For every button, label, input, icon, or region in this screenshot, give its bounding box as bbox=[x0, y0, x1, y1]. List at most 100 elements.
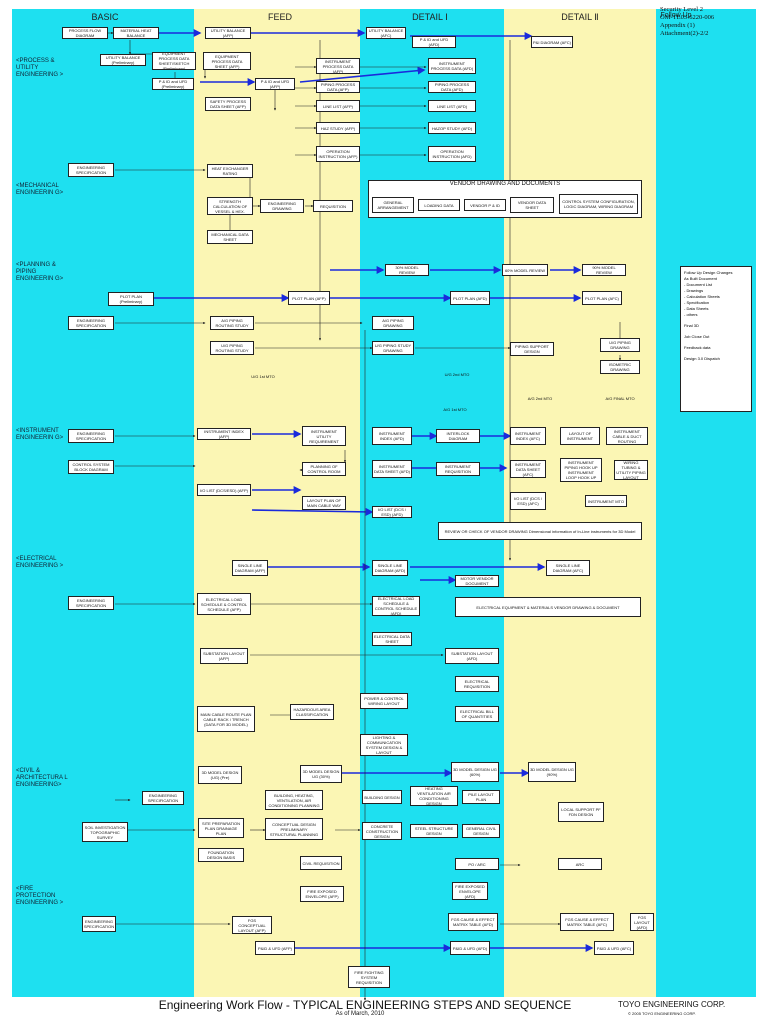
box-heat-exchanger: HEAT EXCHANGER RATING bbox=[207, 164, 253, 178]
document-number: OM-TE03-6220-006 bbox=[660, 14, 715, 21]
follow-up-item: Final 3D bbox=[684, 323, 699, 328]
box-instrument-mto: INSTRUMENT MTO bbox=[585, 495, 627, 507]
follow-up-item: - Calculation Sheets bbox=[684, 294, 720, 299]
appendix: Appendix (1) bbox=[660, 22, 695, 29]
box-ag-routing: A/G PIPING ROUTING STUDY bbox=[210, 316, 254, 330]
page-date: As of March, 2010 bbox=[335, 1011, 385, 1017]
security-header: Security Level 2 OM-TE03-6220-006 Append… bbox=[660, 6, 714, 38]
box-eng-spec-inst: ENGINEERING SPECIFICATION bbox=[68, 429, 114, 443]
follow-up-item: Job Close Out bbox=[684, 334, 710, 339]
box-fire-envelope-afd: FIRE EXPOSED ENVELOPE (AFD) bbox=[452, 882, 488, 900]
box-civil-requisition: CIVIL REQUISITION bbox=[300, 856, 342, 870]
box-3d-model-ug-pre: 3D MODEL DESIGN (UG) (Pre) bbox=[198, 766, 242, 784]
box-local-support: LOCAL SUPPORT PF FDN DESIGN bbox=[558, 802, 604, 822]
box-fgs-cause-afd: FGS CAUSE & EFFECT MATRIX TABLE (AFD) bbox=[448, 913, 498, 931]
box-power-control-wiring: POWER & CONTROL WIRING LAYOUT bbox=[360, 693, 408, 709]
follow-up-panel: Follow Up Design Changes As Built Docume… bbox=[680, 266, 752, 412]
phase-detail-1: DETAIL Ⅰ bbox=[412, 12, 448, 22]
follow-up-phase-band bbox=[656, 9, 756, 997]
follow-up-item: - Drawings bbox=[684, 288, 704, 293]
follow-up-item: - Data Sheets bbox=[684, 306, 709, 311]
box-process-flow-diagram: PROCESS FLOW DIAGRAM bbox=[62, 27, 108, 39]
box-planning-control-room: PLANNING OF CONTROL ROOM bbox=[302, 462, 346, 476]
box-layout-instrument: LAYOUT OF INSTRUMENT bbox=[560, 427, 600, 445]
box-equipment-process-afp: EQUIPMENT PROCESS DATA SHEET (AFP) bbox=[203, 52, 251, 70]
box-io-list-afd: I/O LIST (DCS / ESD) (AFD) bbox=[372, 506, 412, 518]
box-engineering-drawing: ENGINEERING DRAWING bbox=[260, 199, 304, 213]
box-lighting-communication: LIGHTING & COMMUNICATION SYSTEM DESIGN &… bbox=[360, 734, 408, 756]
box-sld-afp: SINGLE LINE DIAGRAM (AFP) bbox=[232, 560, 268, 576]
follow-up-item: - others bbox=[684, 312, 698, 317]
box-line-list-afd: LINE LIST (AFD) bbox=[428, 100, 476, 112]
box-foundation-basis: FOUNDATION DESIGN BASIS bbox=[198, 848, 244, 862]
box-inst-requisition: INSTRUMENT REQUISITION bbox=[436, 462, 480, 476]
box-review-vendor-drawing: REVIEW OR CHECK OF VENDOR DRAWING Dimens… bbox=[438, 522, 642, 540]
dept-electrical: <ELECTRICAL ENGINEERING > bbox=[16, 556, 64, 569]
box-elec-load-afp: ELECTRICAL LOAD SCHEDULE & CONTROL SCHED… bbox=[197, 593, 251, 615]
box-piping-support: PIPING SUPPORT DESIGN bbox=[510, 342, 554, 356]
text-ag-1st-mto: A/G 1st MTO bbox=[443, 407, 467, 412]
box-eng-spec-civil: ENGINEERING SPECIFICATION bbox=[142, 791, 184, 805]
box-plot-plan-afp: PLOT PLAN (AFP) bbox=[288, 291, 330, 305]
box-strength-calc: STRENGTH CALCULATION OF VESSEL & HEX. bbox=[207, 197, 253, 215]
box-eng-spec-mech: ENGINEERING SPECIFICATION bbox=[68, 163, 114, 177]
box-60-model-review: 60% MODEL REVIEW bbox=[502, 264, 548, 276]
box-plot-plan-afd: PLOT PLAN (AFD) bbox=[450, 291, 490, 305]
box-mechanical-data: MECHANICAL DATA SHEET bbox=[207, 230, 253, 244]
follow-up-item: - Document List bbox=[684, 282, 713, 287]
box-inst-cable-duct: INSTRUMENT CABLE & DUCT ROUTING bbox=[606, 427, 648, 445]
page-title: Engineering Work Flow - TYPICAL ENGINEER… bbox=[158, 998, 572, 1012]
box-90-model-review: 90% MODEL REVIEW bbox=[582, 264, 626, 276]
box-operation-afp: OPERATION INSTRUCTION (AFP) bbox=[316, 146, 360, 162]
box-material-heat-balance: MATERIAL HEAT BALANCE bbox=[113, 27, 159, 39]
dept-civil: <CIVIL & ARCHITECTURA L ENGINEERING> bbox=[16, 768, 68, 788]
box-safety-process: SAFETY PROCESS DATA SHEET (AFP) bbox=[205, 97, 251, 111]
attachment: Attachment(2)-2/2 bbox=[660, 30, 709, 37]
box-inst-ds-afc: INSTRUMENT DATA SHEET (AFC) bbox=[510, 460, 546, 478]
box-equipment-process-pre: EQUIPMENT PROCESS DATA SHEET/SKETCH (Pre… bbox=[152, 52, 196, 70]
security-level: Security Level 2 bbox=[660, 6, 703, 13]
box-vendor-pid: VENDOR P & ID bbox=[464, 199, 506, 211]
dept-process: <PROCESS & UTILITY ENGINEERING > bbox=[16, 58, 64, 78]
box-3d-model-30: 3D MODEL DESIGN UG (30%) bbox=[300, 765, 342, 783]
box-po-arc: PO / ARC bbox=[455, 858, 499, 870]
box-eng-spec-fire: ENGINEERING SPECIFICATION bbox=[82, 916, 116, 932]
box-plot-plan-afc: PLOT PLAN (AFC) bbox=[582, 291, 622, 305]
box-inst-index-afp: INSTRUMENT INDEX (AFP) bbox=[197, 428, 251, 440]
box-elec-load-afd: ELECTRICAL LOAD SCHEDULE & CONTROL SCHED… bbox=[372, 596, 420, 616]
box-elec-equipment-vendor: ELECTRICAL EQUIPMENT & MATERIALS VENDOR … bbox=[455, 597, 641, 617]
box-hvac-design: HEATING VENTILATION AIR CONDITIONING DES… bbox=[410, 786, 458, 806]
box-fire-envelope-afp: FIRE EXPOSED ENVELOPE (AFP) bbox=[300, 886, 344, 902]
box-eng-spec-piping: ENGINEERING SPECIFICATION bbox=[68, 316, 114, 330]
box-piping-hookup: INSTRUMENT PIPING HOOK UP INSTRUMENT LOO… bbox=[560, 458, 602, 482]
box-elec-data-sheet: ELECTRICAL DATA SHEET bbox=[372, 632, 412, 646]
box-piping-process-afp: PIPING PROCESS DATA (AFP) bbox=[316, 81, 360, 93]
text-ag-2nd-mto: A/G 2nd MTO bbox=[527, 396, 553, 401]
box-instrument-process-afp: INSTRUMENT PROCESS DATA (AFP) bbox=[316, 58, 360, 74]
box-arc: ARC bbox=[558, 858, 602, 870]
box-pid-afc: P&I DIAGRAM (AFC) bbox=[531, 36, 573, 48]
company-logo: TOYO ENGINEERING CORP. bbox=[618, 1000, 726, 1009]
phase-basic: BASIC bbox=[91, 12, 119, 22]
box-sld-afc: SINGLE LINE DIAGRAM (AFC) bbox=[546, 560, 590, 576]
box-ag-piping-drawing: A/G PIPING DRAWING bbox=[372, 316, 414, 330]
box-sld-afd: SINGLE LINE DIAGRAM (AFD) bbox=[372, 560, 408, 576]
dept-piping: <PLANNING & PIPING ENGINEERIN G> bbox=[16, 262, 64, 282]
box-operation-afd: OPERATION INSTRUCTION (AFD) bbox=[428, 146, 476, 162]
box-requisition-mech: REQUISITION bbox=[313, 200, 353, 212]
box-ug-piping-study: U/G PIPING STUDY DRAWING bbox=[372, 341, 414, 355]
follow-up-item: Follow Up Design Changes bbox=[684, 270, 733, 275]
text-ug-2nd-mto: U/G 2nd MTO bbox=[444, 372, 470, 377]
box-fgs-layout-afd: FGS LAYOUT (AFD) bbox=[630, 913, 654, 931]
box-loading-data: LOADING DATA bbox=[418, 199, 460, 211]
box-ug-routing: U/G PIPING ROUTING STUDY bbox=[210, 341, 254, 355]
box-pid-afp: P & ID and UFD (AFP) bbox=[255, 78, 295, 90]
box-inst-index-afd: INSTRUMENT INDEX (AFD) bbox=[372, 427, 412, 445]
box-control-block: CONTROL SYSTEM BLOCK DIAGRAM bbox=[68, 460, 114, 474]
box-ug-piping-drawing: U/G PIPING DRAWING bbox=[600, 338, 640, 352]
follow-up-item: - Specification bbox=[684, 300, 710, 305]
box-plot-plan-pre: PLOT PLAN (Preliminary) bbox=[108, 292, 154, 306]
box-pid-ufd-afd-fire: P&ID & UFD (AFD) bbox=[450, 941, 490, 955]
phase-feed: FEED bbox=[267, 12, 292, 22]
box-line-list-afp: LINE LIST (AFP) bbox=[316, 100, 360, 112]
